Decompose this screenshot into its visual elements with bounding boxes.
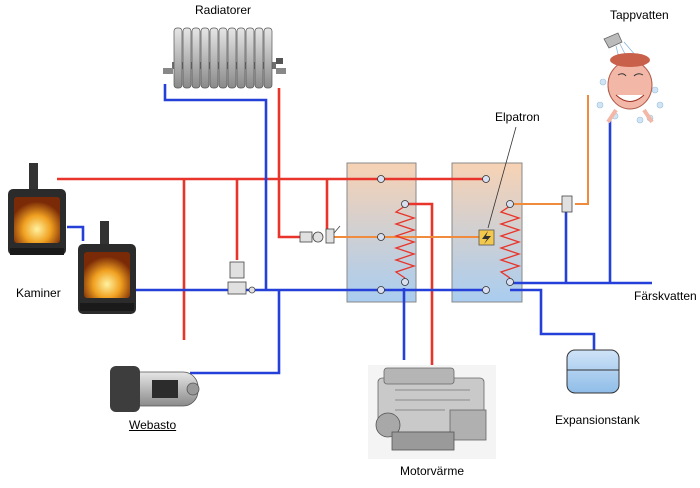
label-kaminer: Kaminer — [16, 286, 61, 300]
marine-engine-icon — [368, 365, 496, 459]
webasto-heater-icon — [110, 366, 200, 412]
mixing-valve-icon — [227, 195, 573, 295]
label-motorvarme: Motorvärme — [400, 464, 465, 478]
stove-icon-1 — [8, 163, 66, 255]
stove-icon-2 — [78, 221, 136, 314]
label-elpatron: Elpatron — [495, 110, 540, 124]
label-expansionstank: Expansionstank — [555, 413, 640, 427]
lightning-bolt-icon — [478, 229, 495, 246]
shower-icon — [596, 32, 664, 124]
cold-pipes — [67, 84, 652, 375]
label-farskvatten: Färskvatten — [634, 289, 697, 303]
radiator-icon — [163, 27, 286, 89]
coil-right — [498, 205, 522, 279]
expansion-tank — [566, 349, 620, 394]
label-radiatorer: Radiatorer — [195, 3, 252, 17]
coil-left — [393, 205, 417, 279]
link-webasto[interactable]: Webasto — [129, 418, 177, 432]
elpatron-pointer — [487, 126, 517, 229]
tank-ports — [377, 175, 514, 294]
label-tappvatten: Tappvatten — [610, 8, 669, 22]
hot-pipes — [57, 88, 483, 368]
warm-pipes — [332, 95, 589, 238]
